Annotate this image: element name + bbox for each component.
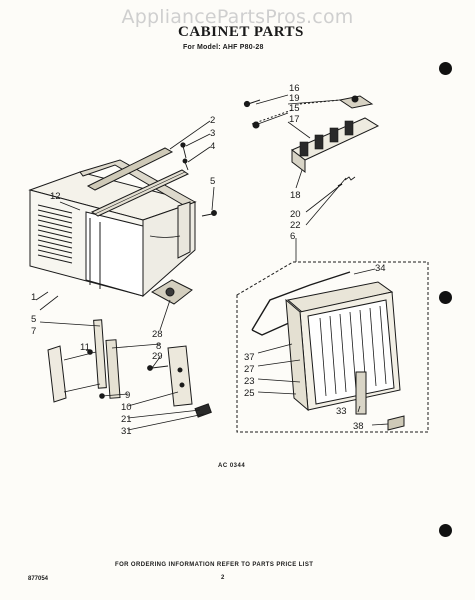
callout-25: 25 [244, 388, 255, 399]
thermostat-knob [150, 279, 193, 305]
callout-3: 3 [210, 128, 215, 139]
callout-7: 7 [31, 326, 36, 337]
callout-1: 1 [31, 292, 36, 303]
callout-12: 12 [50, 191, 61, 202]
drawing-code: AC 0344 [218, 463, 246, 469]
callout-5-left: 5 [31, 314, 36, 325]
binder-hole-middle [439, 291, 452, 304]
binder-hole-bottom [439, 524, 452, 537]
louver-assembly [243, 95, 380, 187]
callout-9: 9 [125, 390, 130, 401]
model-subtitle: For Model: AHF P80-28 [183, 44, 264, 51]
callout-21: 21 [121, 414, 132, 425]
callout-20: 20 [290, 209, 301, 220]
power-cord-plug [194, 403, 212, 418]
document-number: 877054 [28, 576, 49, 582]
callout-33: 33 [336, 406, 347, 417]
page-title: CABINET PARTS [178, 24, 304, 40]
callout-29: 29 [152, 351, 163, 362]
callout-10: 10 [121, 402, 132, 413]
callout-19: 19 [289, 93, 300, 104]
leader-lines [35, 94, 389, 431]
mounting-rails [47, 319, 121, 403]
callout-17: 17 [289, 114, 300, 125]
watermark: AppliancePartsPros.com [121, 6, 354, 28]
callout-28: 28 [152, 329, 163, 340]
callout-2: 2 [210, 115, 215, 126]
control-bracket [147, 345, 193, 407]
top-channel-bars [86, 147, 190, 217]
side-louver-grille [37, 204, 73, 264]
callout-8: 8 [156, 341, 161, 352]
callout-15: 15 [289, 103, 300, 114]
callout-23: 23 [244, 376, 255, 387]
callout-4: 4 [210, 141, 215, 152]
front-panel-group [236, 261, 429, 433]
callout-6: 6 [290, 231, 295, 242]
callout-5-top: 5 [210, 176, 215, 187]
callout-27: 27 [244, 364, 255, 375]
callout-numbers: 16 19 15 17 2 3 4 5 12 18 20 22 6 34 1 5… [31, 83, 386, 437]
callout-37: 37 [244, 352, 255, 363]
callout-22: 22 [290, 220, 301, 231]
ordering-note: FOR ORDERING INFORMATION REFER TO PARTS … [115, 562, 314, 568]
callout-31: 31 [121, 426, 132, 437]
callout-34: 34 [375, 263, 386, 274]
screws-top [180, 142, 217, 217]
callout-38: 38 [353, 421, 364, 432]
callout-18: 18 [290, 190, 301, 201]
callout-16: 16 [289, 83, 300, 94]
page-number: 2 [221, 575, 225, 581]
binder-hole-top [439, 62, 452, 75]
callout-11: 11 [80, 342, 90, 353]
